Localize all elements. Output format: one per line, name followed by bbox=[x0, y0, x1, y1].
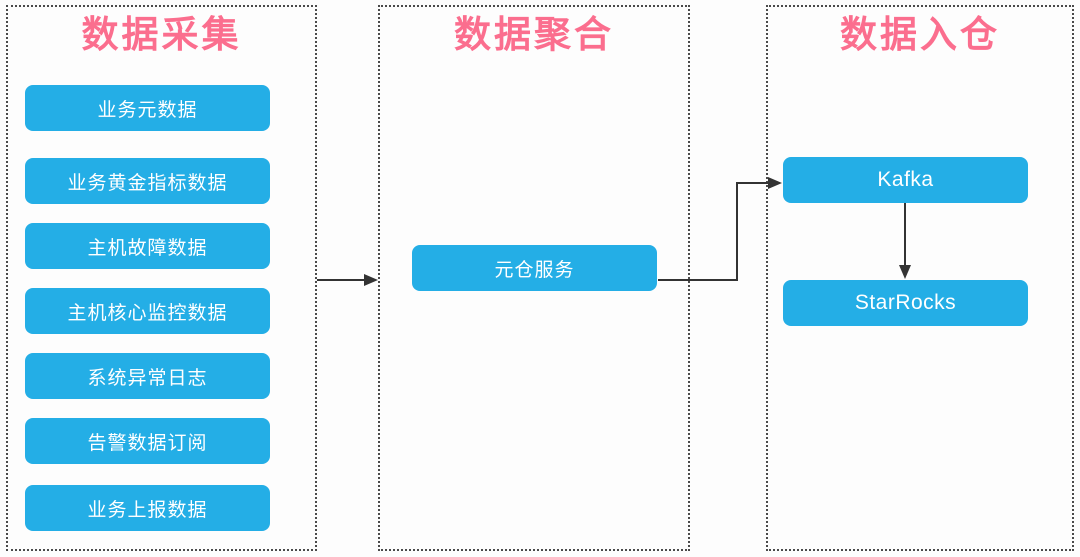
node-business-golden-metrics: 业务黄金指标数据 bbox=[25, 158, 270, 204]
node-system-exception-logs: 系统异常日志 bbox=[25, 353, 270, 399]
stage-data-collection-title: 数据采集 bbox=[81, 14, 242, 55]
stage-data-collection-panel: 数据采集 业务元数据 业务黄金指标数据 主机故障数据 主机核心监控数据 系统异常… bbox=[6, 5, 317, 551]
stage-data-aggregation-panel: 数据聚合 元仓服务 bbox=[378, 5, 690, 551]
node-meta-warehouse-service: 元仓服务 bbox=[412, 245, 657, 291]
node-starrocks: StarRocks bbox=[783, 280, 1028, 326]
node-business-reported-data: 业务上报数据 bbox=[25, 485, 270, 531]
node-host-core-monitor-data: 主机核心监控数据 bbox=[25, 288, 270, 334]
node-host-fault-data: 主机故障数据 bbox=[25, 223, 270, 269]
stage-data-aggregation-title: 数据聚合 bbox=[454, 14, 614, 55]
node-alert-data-subscription: 告警数据订阅 bbox=[25, 418, 270, 464]
node-business-metadata: 业务元数据 bbox=[25, 85, 270, 131]
stage-data-warehousing-title: 数据入仓 bbox=[840, 14, 1000, 55]
stage-data-warehousing-panel: 数据入仓 Kafka StarRocks bbox=[766, 5, 1074, 551]
node-kafka: Kafka bbox=[783, 157, 1028, 203]
